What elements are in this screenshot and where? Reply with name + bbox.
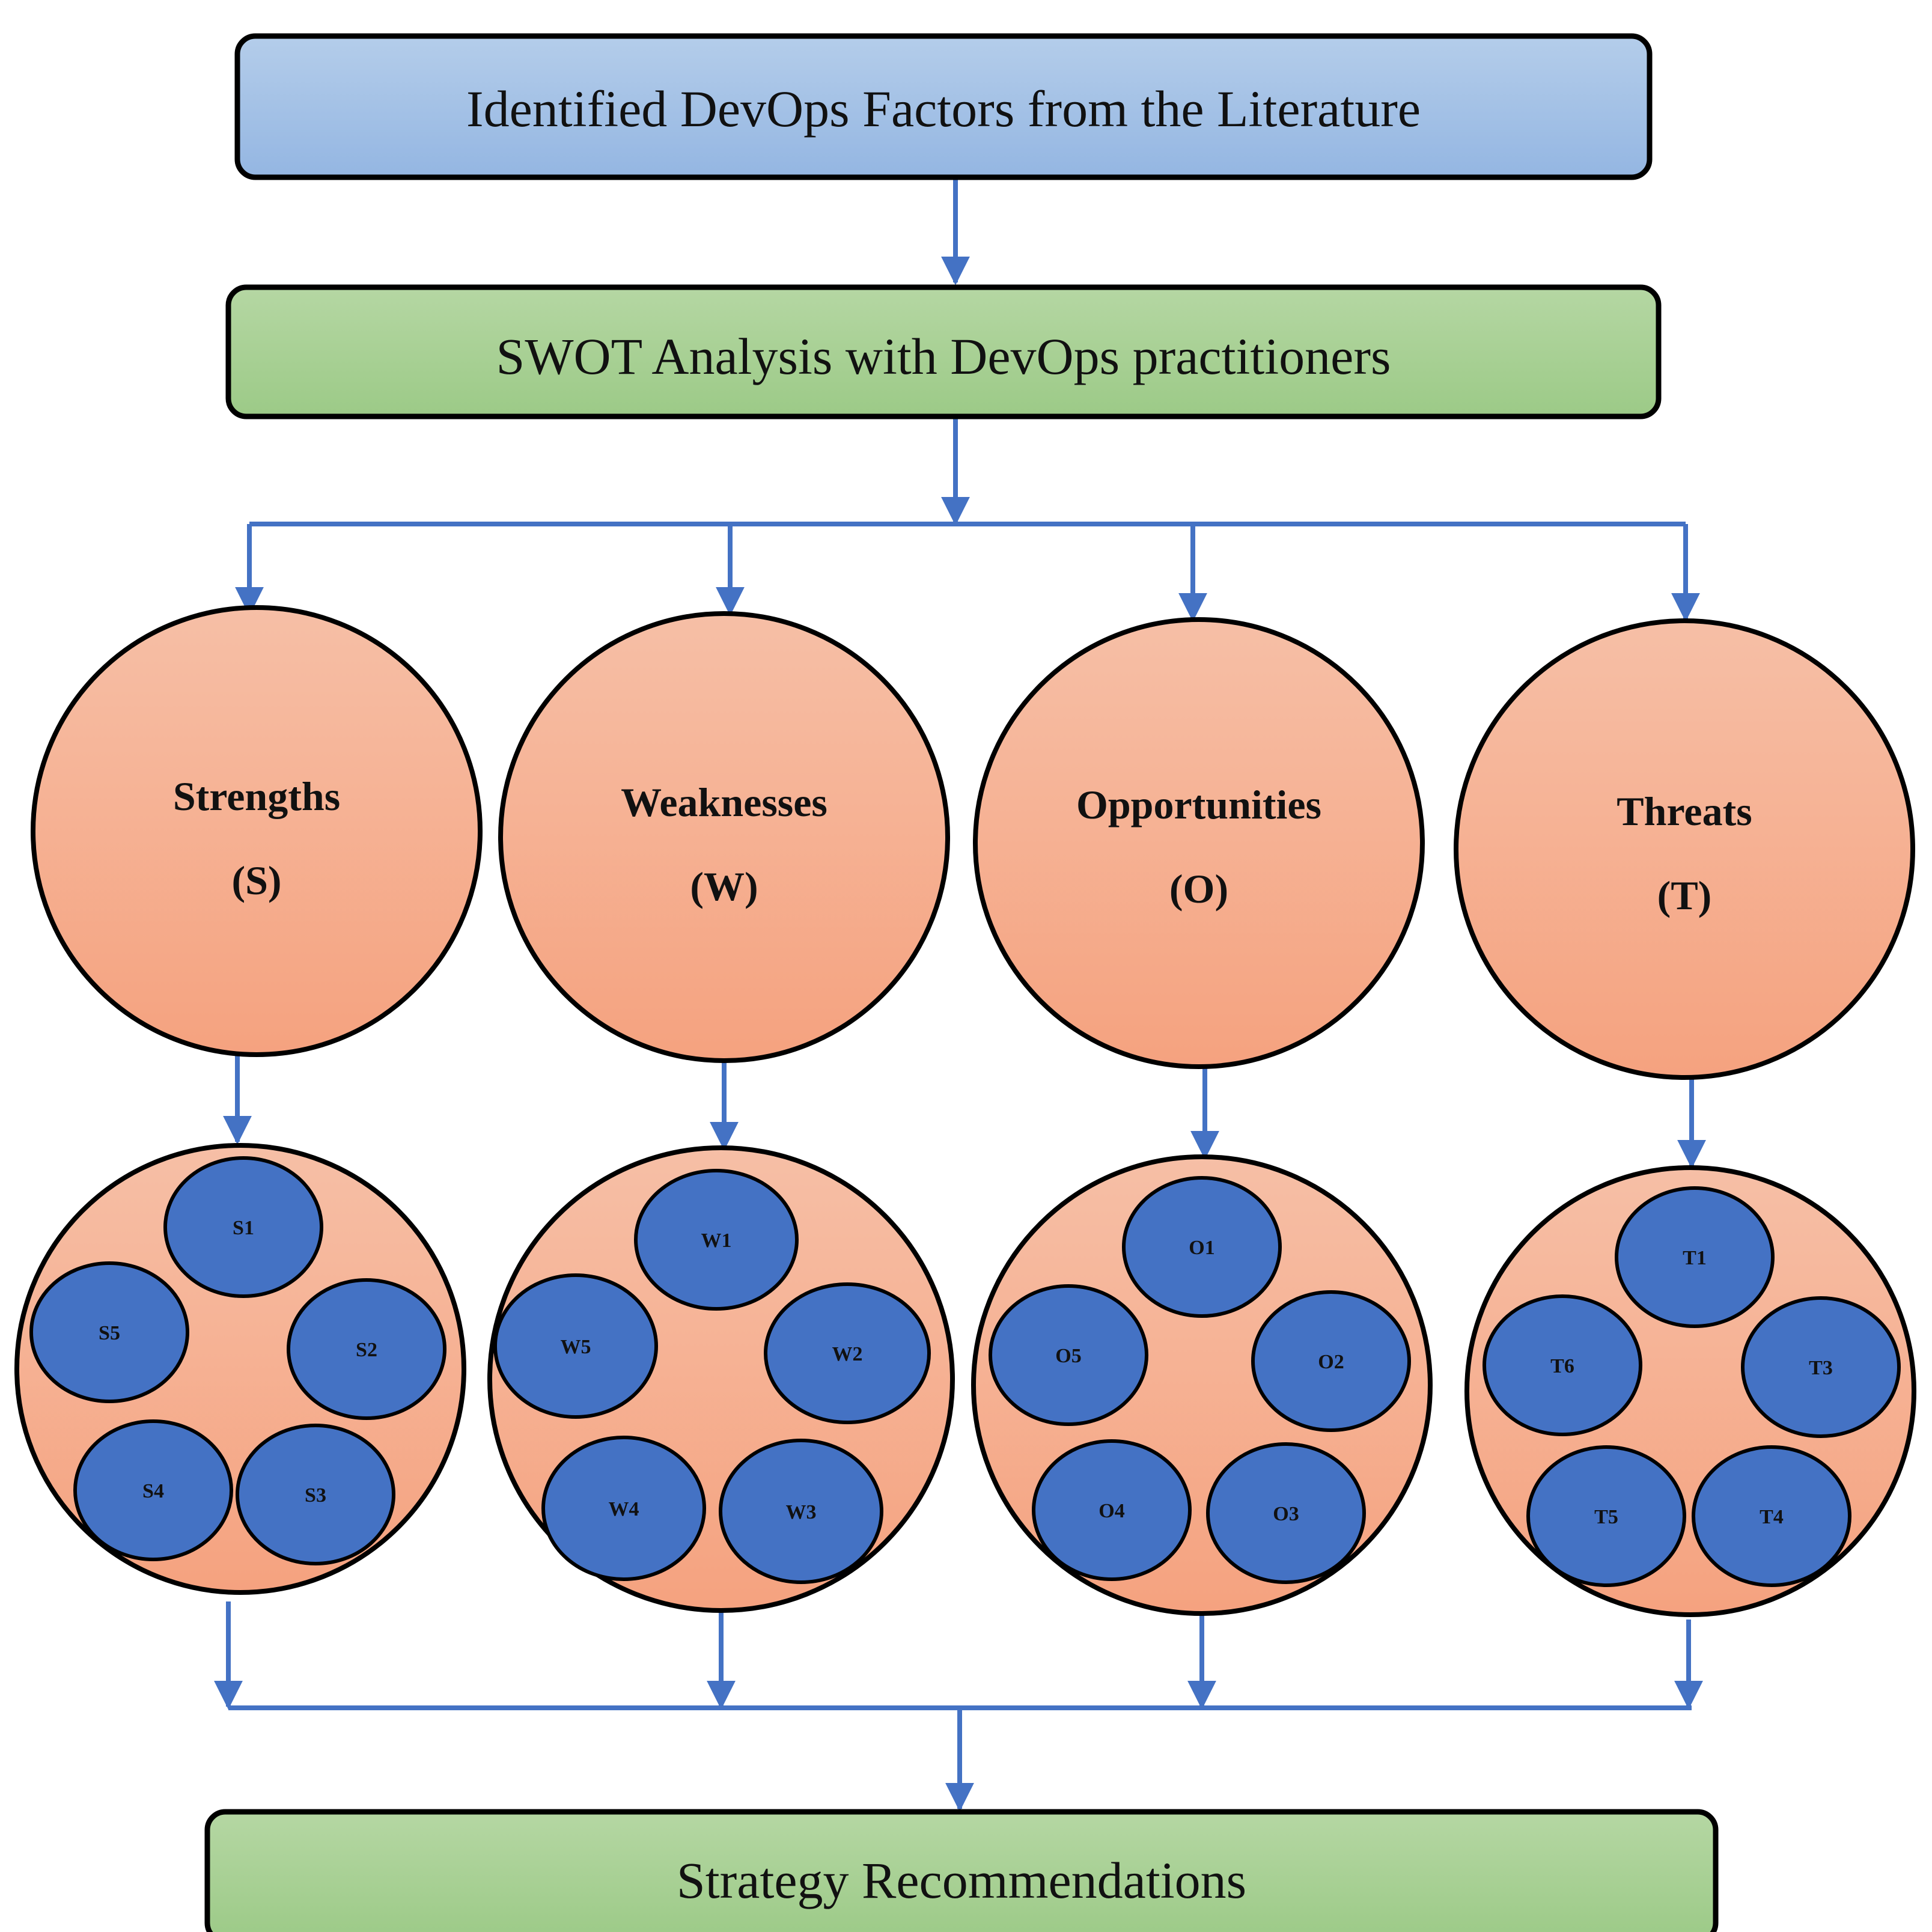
item-node	[163, 1156, 323, 1298]
category-abbr: (T)	[1657, 873, 1712, 918]
strategy-recommendations-box: Strategy Recommendations	[204, 1809, 1719, 1932]
category-name: Opportunities	[1076, 782, 1321, 827]
item-node	[1526, 1445, 1686, 1587]
item-node	[1483, 1294, 1642, 1436]
item-node	[1741, 1296, 1901, 1438]
item-node	[29, 1261, 189, 1403]
item-label: O4	[1099, 1500, 1124, 1522]
swot-analysis-box-label: SWOT Analysis with DevOps practitioners	[496, 328, 1391, 385]
item-node	[1615, 1186, 1775, 1328]
item-label: T4	[1760, 1506, 1784, 1528]
item-node	[1206, 1442, 1366, 1584]
strength-items-cluster: S1 S2 S3 S4 S5	[14, 1143, 466, 1595]
item-label: W5	[561, 1336, 591, 1358]
category-abbr: (S)	[231, 858, 281, 903]
item-label: T1	[1683, 1247, 1707, 1269]
strategy-recommendations-label: Strategy Recommendations	[677, 1851, 1246, 1909]
category-name: Weaknesses	[621, 779, 827, 825]
item-node	[764, 1282, 931, 1424]
weakness-items-cluster: W1 W2 W3 W4 W5	[487, 1145, 955, 1613]
category-threats: Threats (T)	[1454, 618, 1915, 1080]
item-node	[1692, 1445, 1851, 1587]
threat-items-cluster: T1 T3 T4 T5 T6	[1464, 1165, 1916, 1617]
swot-analysis-box: SWOT Analysis with DevOps practitioners	[225, 284, 1662, 419]
item-label: S3	[305, 1484, 326, 1507]
item-node	[493, 1273, 658, 1419]
item-label: S1	[233, 1217, 254, 1239]
literature-box-label: Identified DevOps Factors from the Liter…	[466, 80, 1421, 138]
category-abbr: (W)	[690, 864, 758, 909]
item-label: O3	[1273, 1503, 1299, 1525]
item-node	[634, 1169, 799, 1311]
item-label: S5	[99, 1322, 120, 1344]
item-label: W2	[832, 1343, 863, 1365]
item-node	[1032, 1439, 1192, 1581]
literature-box: Identified DevOps Factors from the Liter…	[234, 33, 1653, 180]
item-label: O5	[1055, 1345, 1081, 1367]
item-label: O1	[1189, 1237, 1214, 1259]
opportunity-items-cluster: O1 O2 O3 O4 O5	[971, 1154, 1433, 1616]
category-weaknesses: Weaknesses (W)	[498, 611, 950, 1063]
item-label: S4	[142, 1480, 164, 1502]
item-node	[719, 1439, 883, 1584]
item-label: W3	[786, 1501, 817, 1523]
category-abbr: (O)	[1169, 866, 1228, 912]
connectors	[214, 174, 1706, 1812]
item-label: T5	[1594, 1506, 1618, 1528]
category-name: Strengths	[173, 773, 340, 819]
category-strengths: Strengths (S)	[31, 605, 483, 1057]
item-label: S2	[356, 1339, 377, 1361]
item-label: W4	[609, 1498, 639, 1520]
item-node	[287, 1278, 446, 1420]
item-label: T3	[1809, 1357, 1833, 1379]
item-node	[541, 1436, 706, 1581]
item-node	[1122, 1176, 1282, 1318]
item-node	[73, 1419, 233, 1561]
item-node	[236, 1424, 395, 1565]
item-label: O2	[1318, 1351, 1344, 1373]
item-node	[1251, 1290, 1411, 1432]
category-opportunities: Opportunities (O)	[973, 617, 1425, 1069]
item-label: W1	[701, 1230, 732, 1252]
category-name: Threats	[1617, 788, 1752, 834]
item-node	[989, 1284, 1148, 1426]
item-label: T6	[1550, 1355, 1574, 1377]
